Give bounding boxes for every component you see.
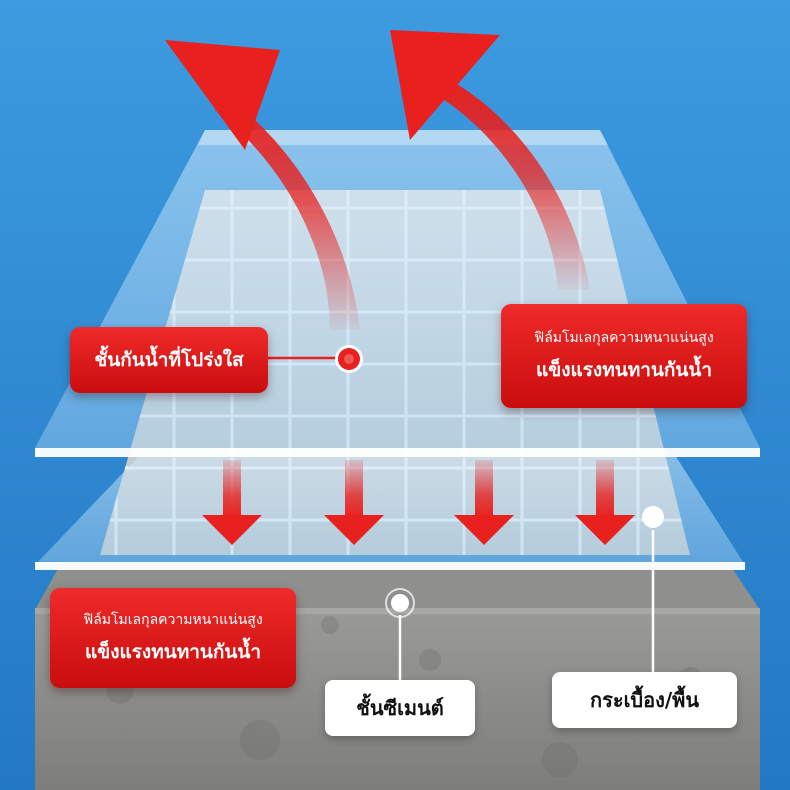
film-bottom-label: ฟิล์มโมเลกุลความหนาแน่นสูง แข็งแรงทนทานก… (50, 588, 296, 688)
arrow-down-3 (454, 460, 514, 545)
cement-layer-label: ชั้นซีเมนต์ (325, 680, 475, 736)
film-bottom-line2: แข็งแรงทนทานกันน้ำ (84, 641, 262, 663)
lower-film (35, 455, 745, 570)
film-top-label: ฟิล์มโมเลกุลความหนาแน่นสูง แข็งแรงทนทานก… (501, 304, 747, 408)
film-top-line1: ฟิล์มโมเลกุลความหนาแน่นสูง (534, 330, 714, 346)
curved-arrow-up-left (165, 40, 360, 330)
cement-layer-text: ชั้นซีเมนต์ (356, 696, 444, 720)
tile-floor-label: กระเบื้อง/พื้น (552, 672, 737, 728)
pointer-dot-icon (385, 588, 415, 618)
tile-floor-text: กระเบื้อง/พื้น (589, 688, 700, 712)
transparent-layer-text: ชั้นกันน้ำที่โปร่งใส (94, 349, 244, 371)
film-bottom-line1: ฟิล์มโมเลกุลความหนาแน่นสูง (83, 612, 263, 628)
pointer-dot-icon (642, 506, 664, 528)
film-top-line2: แข็งแรงทนทานกันน้ำ (535, 359, 713, 381)
target-dot-icon (335, 345, 363, 373)
transparent-layer-label: ชั้นกันน้ำที่โปร่งใส (70, 327, 268, 393)
curved-arrow-up-right (390, 30, 590, 290)
arrow-down-1 (202, 460, 262, 545)
arrow-down-2 (324, 460, 384, 545)
arrow-down-4 (575, 460, 635, 545)
